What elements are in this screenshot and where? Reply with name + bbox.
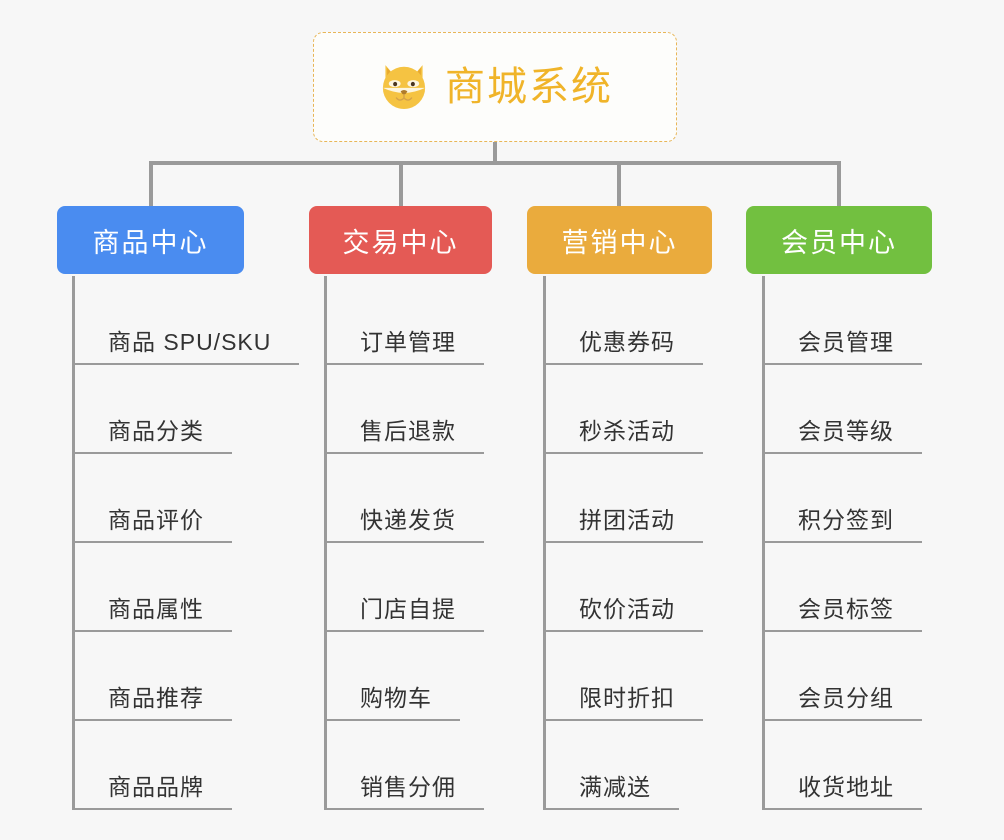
- leaf-item[interactable]: 购物车: [324, 632, 460, 721]
- connector-root-stem: [493, 142, 497, 163]
- category-box-3[interactable]: 营销中心: [527, 206, 712, 274]
- leaf-label: 会员管理: [762, 328, 922, 365]
- leaf-item[interactable]: 销售分佣: [324, 721, 484, 810]
- leaf-label: 售后退款: [324, 417, 484, 454]
- leaf-label: 秒杀活动: [543, 417, 703, 454]
- leaf-item[interactable]: 砍价活动: [543, 543, 703, 632]
- leaf-item[interactable]: 商品 SPU/SKU: [72, 276, 300, 365]
- leaf-item[interactable]: 秒杀活动: [543, 365, 703, 454]
- leaf-item[interactable]: 优惠券码: [543, 276, 703, 365]
- leaf-item[interactable]: 商品属性: [72, 543, 232, 632]
- leaf-item[interactable]: 会员等级: [762, 365, 922, 454]
- leaf-label: 商品推荐: [72, 684, 232, 721]
- leaf-label: 购物车: [324, 684, 460, 721]
- leaf-item[interactable]: 限时折扣: [543, 632, 703, 721]
- leaf-label: 门店自提: [324, 595, 484, 632]
- leaf-item[interactable]: 售后退款: [324, 365, 484, 454]
- connector-drop-4: [837, 161, 841, 209]
- leaf-item[interactable]: 商品推荐: [72, 632, 232, 721]
- leaf-label: 商品品牌: [72, 773, 232, 810]
- leaf-item[interactable]: 拼团活动: [543, 454, 703, 543]
- leaf-item[interactable]: 门店自提: [324, 543, 484, 632]
- leaf-label: 订单管理: [324, 328, 484, 365]
- leaf-label: 积分签到: [762, 506, 922, 543]
- connector-drop-3: [617, 161, 621, 209]
- shiba-dog-face-icon: [382, 65, 426, 109]
- branch-spine-2: [324, 276, 327, 810]
- category-box-4[interactable]: 会员中心: [746, 206, 932, 274]
- leaf-item[interactable]: 订单管理: [324, 276, 484, 365]
- category-box-1[interactable]: 商品中心: [57, 206, 244, 274]
- branch-spine-1: [72, 276, 75, 810]
- branch-spine-4: [762, 276, 765, 810]
- leaf-label: 限时折扣: [543, 684, 703, 721]
- category-label-2: 交易中心: [342, 227, 459, 258]
- leaf-label: 优惠券码: [543, 328, 703, 365]
- connector-drop-1: [149, 161, 153, 209]
- leaf-label: 会员等级: [762, 417, 922, 454]
- leaf-item[interactable]: 会员分组: [762, 632, 922, 721]
- leaf-item[interactable]: 收货地址: [762, 721, 922, 810]
- category-box-2[interactable]: 交易中心: [309, 206, 492, 274]
- category-label-1: 商品中心: [92, 227, 209, 258]
- category-label-4: 会员中心: [781, 227, 897, 258]
- leaf-label: 销售分佣: [324, 773, 484, 810]
- leaf-label: 商品评价: [72, 506, 232, 543]
- root-node[interactable]: 商城系统: [313, 32, 677, 142]
- leaf-item[interactable]: 会员管理: [762, 276, 922, 365]
- connector-drop-2: [399, 161, 403, 209]
- leaf-label: 拼团活动: [543, 506, 703, 543]
- leaf-label: 商品分类: [72, 417, 232, 454]
- leaf-label: 商品 SPU/SKU: [72, 328, 300, 365]
- leaf-item[interactable]: 积分签到: [762, 454, 922, 543]
- leaf-item[interactable]: 快递发货: [324, 454, 484, 543]
- leaf-label: 会员标签: [762, 595, 922, 632]
- leaf-item[interactable]: 商品分类: [72, 365, 232, 454]
- connector-horizontal-bus: [149, 161, 841, 165]
- leaf-label: 商品属性: [72, 595, 232, 632]
- root-title: 商城系统: [445, 65, 613, 109]
- leaf-item[interactable]: 商品品牌: [72, 721, 232, 810]
- leaf-label: 满减送: [543, 773, 679, 810]
- leaf-item[interactable]: 会员标签: [762, 543, 922, 632]
- category-label-3: 营销中心: [561, 227, 678, 258]
- leaf-label: 收货地址: [762, 773, 922, 810]
- leaf-label: 砍价活动: [543, 595, 703, 632]
- leaf-label: 快递发货: [324, 506, 484, 543]
- leaf-item[interactable]: 商品评价: [72, 454, 232, 543]
- branch-spine-3: [543, 276, 546, 810]
- leaf-label: 会员分组: [762, 684, 922, 721]
- leaf-item[interactable]: 满减送: [543, 721, 679, 810]
